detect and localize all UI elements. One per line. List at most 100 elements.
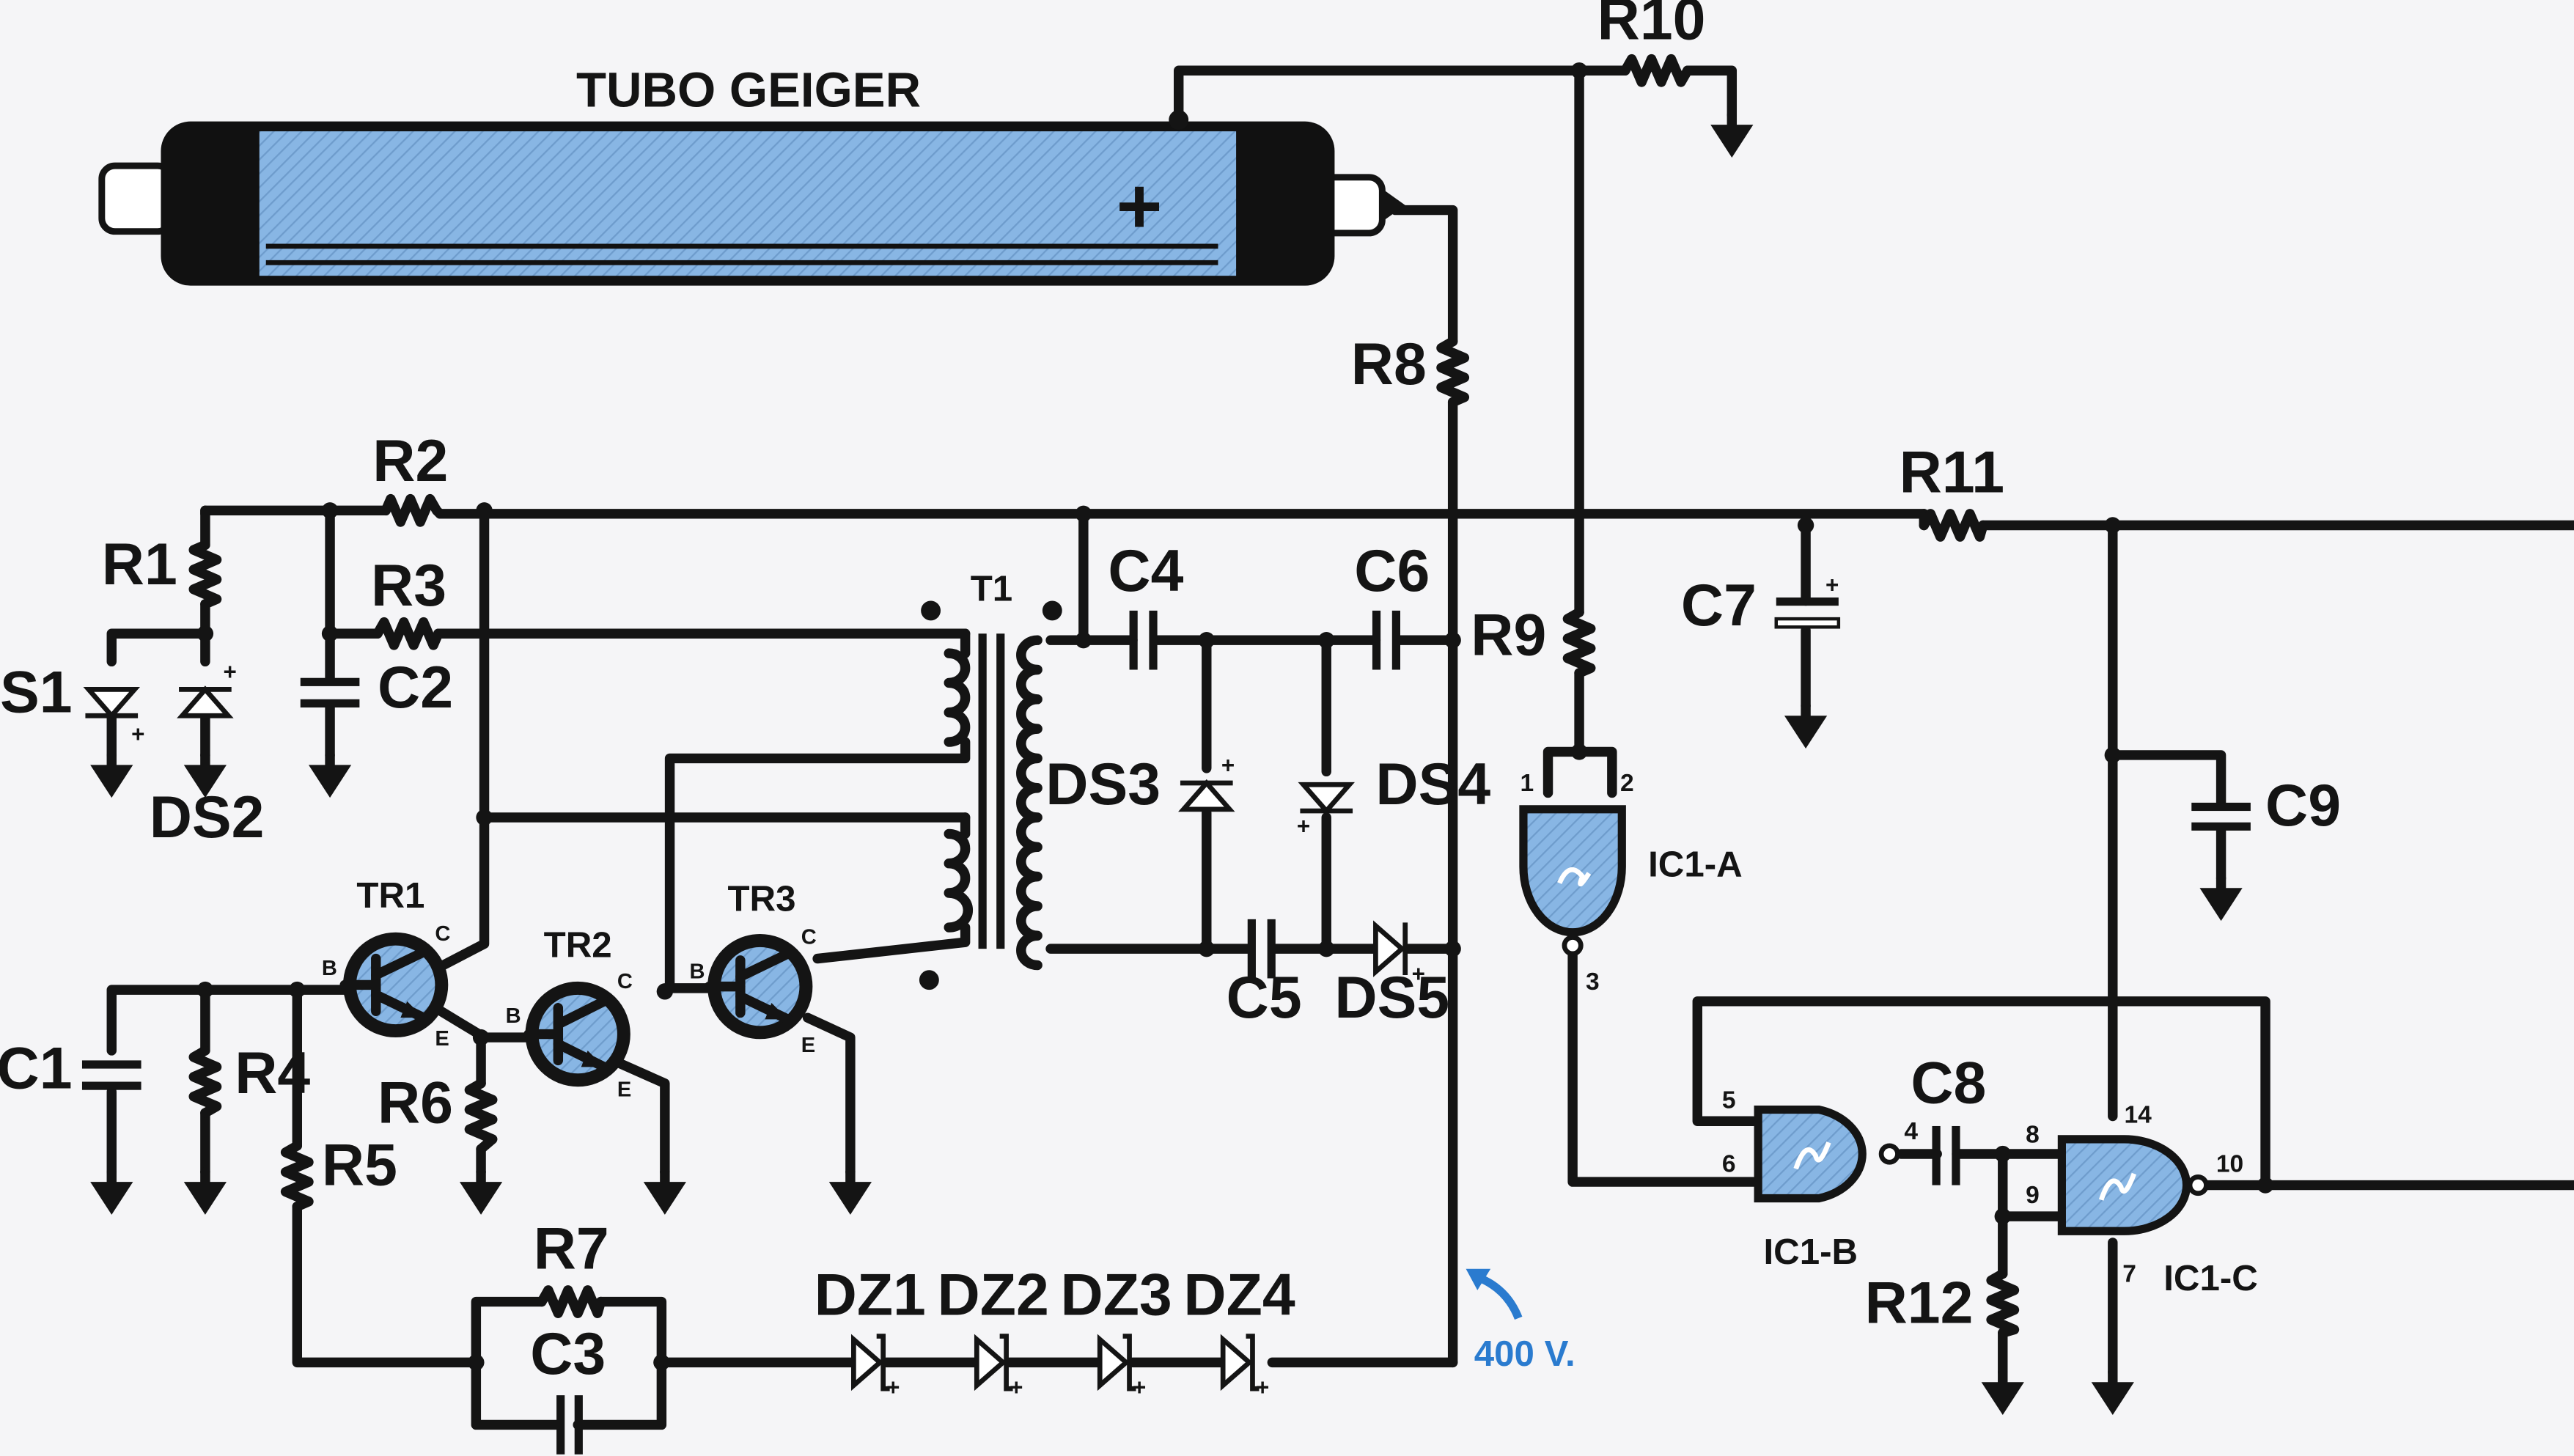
label-r3: R3 [371, 553, 446, 619]
capacitor-c2 [300, 677, 360, 708]
label-r2: R2 [372, 428, 448, 494]
resistor-r6 [464, 1078, 498, 1155]
resistor-r7 [537, 1285, 606, 1318]
label-dz2: DZ2 [938, 1262, 1049, 1328]
transistor-tr3 [704, 933, 813, 1040]
resistor-r2 [380, 493, 445, 527]
voltage-label: 400 V. [1474, 1334, 1575, 1374]
resistor-r8 [1436, 336, 1470, 408]
label-r6: R6 [378, 1070, 453, 1136]
pin-1: 1 [1520, 770, 1534, 797]
transistor-tr1 [339, 932, 449, 1038]
label-ds2: DS2 [150, 784, 265, 850]
capacitor-c5 [1247, 919, 1276, 979]
label-r1: R1 [102, 532, 177, 598]
tr2-pin-c: C [617, 970, 633, 993]
plus-dz3: + [1133, 1375, 1146, 1400]
resistor-r12 [1986, 1268, 2020, 1338]
label-r9: R9 [1471, 602, 1546, 668]
plus-ds2: + [224, 659, 237, 685]
label-c6: C6 [1354, 538, 1430, 604]
pin-9: 9 [2026, 1182, 2040, 1209]
zener-dz3 [1097, 1334, 1136, 1391]
pin-8: 8 [2026, 1121, 2040, 1148]
plus-dz2: + [1010, 1375, 1023, 1400]
resistor-r5 [280, 1141, 314, 1212]
label-c2: C2 [378, 655, 453, 721]
plus-dz1: + [886, 1375, 900, 1400]
label-dz3: DZ3 [1060, 1262, 1172, 1328]
voltage-annotation: 400 V. [1466, 1268, 1575, 1374]
polarity-marks: + + + + + + + + + + [131, 572, 1839, 1400]
diode-ds5 [1373, 920, 1408, 977]
resistors [188, 54, 2020, 1338]
zener-dz2 [974, 1334, 1013, 1391]
resistor-r11 [1919, 509, 1988, 542]
gate-pin-numbers: 1 2 3 4 5 6 7 8 9 10 14 [1520, 770, 2243, 1287]
tr3-pin-c: C [801, 925, 817, 949]
tr1-pin-c: C [435, 922, 450, 946]
transistor-pin-letters: B C E B C E B C E [322, 922, 817, 1102]
diode-ds1 [83, 687, 141, 720]
component-labels: R2 R1 R3 DS1 DS2 C2 TR1 TR2 TR3 T1 C4 C6… [0, 0, 2341, 1387]
pin-2: 2 [1620, 770, 1634, 797]
wires [106, 65, 2574, 1430]
label-r12: R12 [1865, 1271, 1974, 1336]
resistor-r4 [188, 1045, 222, 1118]
plus-ds5: + [1412, 961, 1425, 987]
label-c7: C7 [1681, 573, 1757, 639]
label-ic1-c: IC1-C [2163, 1258, 2258, 1298]
pin-5: 5 [1722, 1087, 1736, 1114]
label-r4: R4 [235, 1040, 310, 1106]
tube-title: TUBO GEIGER [576, 63, 921, 118]
label-r11: R11 [1900, 440, 2004, 506]
plus-ds3: + [1221, 753, 1235, 779]
voltage-arrow-icon [1476, 1273, 1523, 1320]
plus-ds1: + [131, 721, 144, 747]
tr3-pin-e: E [801, 1034, 815, 1057]
plus-dz4: + [1256, 1375, 1269, 1400]
label-r8: R8 [1351, 331, 1427, 397]
label-dz1: DZ1 [815, 1262, 926, 1328]
label-ds3: DS3 [1045, 751, 1161, 817]
label-dz4: DZ4 [1183, 1262, 1295, 1328]
label-t1: T1 [971, 568, 1012, 608]
resistor-r9 [1562, 607, 1596, 678]
tr3-pin-b: B [689, 960, 705, 983]
plus-c7: + [1825, 572, 1839, 598]
transformer-t1 [919, 600, 1062, 990]
capacitors [81, 597, 2251, 1455]
label-c8: C8 [1911, 1051, 1986, 1117]
capacitor-c8 [1932, 1125, 1960, 1185]
capacitor-c4 [1129, 610, 1158, 670]
pin-10: 10 [2216, 1151, 2243, 1178]
label-c5: C5 [1227, 965, 1302, 1031]
label-r7: R7 [534, 1216, 609, 1282]
diode-ds2 [177, 685, 234, 718]
pin-3: 3 [1586, 968, 1600, 996]
capacitor-c1 [81, 1060, 141, 1090]
label-c3: C3 [530, 1321, 606, 1387]
ground-symbols [90, 115, 2243, 1415]
diode-ds4 [1298, 782, 1355, 815]
nand-gate-ic1-a [1519, 805, 1626, 957]
capacitor-c9 [2191, 802, 2251, 831]
label-c1: C1 [0, 1035, 73, 1101]
zener-dz4 [1220, 1334, 1260, 1391]
resistor-r10 [1620, 54, 1693, 87]
capacitor-c3 [556, 1395, 583, 1455]
label-ic1-a: IC1-A [1648, 845, 1743, 885]
tr1-pin-e: E [435, 1027, 449, 1051]
transistor-tr2 [523, 981, 630, 1087]
label-tr1: TR1 [356, 875, 424, 916]
pin-14: 14 [2124, 1101, 2152, 1128]
nand-gate-ic1-b [1754, 1105, 1900, 1203]
label-ds1: DS1 [0, 660, 73, 726]
resistor-r1 [188, 540, 222, 609]
tube-plus-sign: + [1117, 162, 1163, 250]
geiger-tube [98, 110, 1405, 286]
label-tr3: TR3 [727, 879, 795, 919]
diode-ds3 [1178, 779, 1235, 812]
tr2-pin-b: B [506, 1004, 521, 1028]
plus-ds4: + [1297, 813, 1310, 839]
